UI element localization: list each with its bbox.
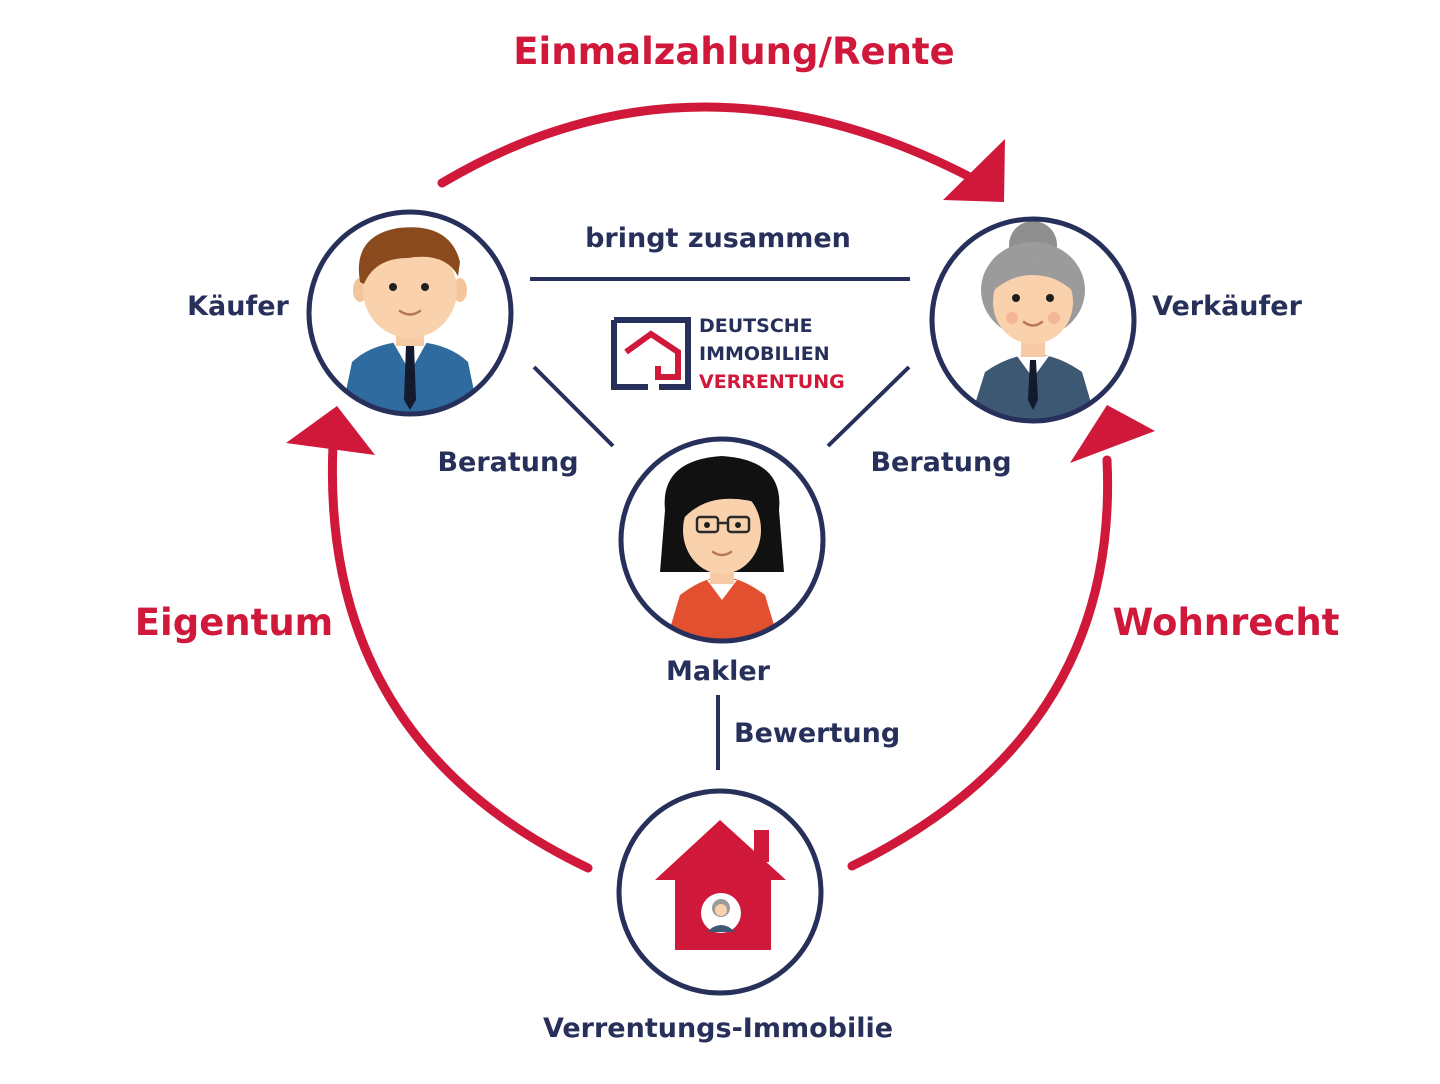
edge-label-broker-property: Bewertung — [734, 718, 900, 749]
property-house-icon — [616, 788, 824, 996]
flow-label-left: Eigentum — [135, 601, 333, 644]
flow-label-top: Einmalzahlung/Rente — [513, 30, 954, 73]
property-label: Verrentungs-Immobilie — [543, 1013, 893, 1044]
connector-broker-buyer — [532, 365, 615, 448]
edge-label-broker-seller: Beratung — [870, 447, 1011, 478]
seller-avatar — [929, 216, 1137, 424]
broker-avatar — [618, 436, 826, 644]
logo-line3: VERRENTUNG — [699, 371, 845, 393]
flow-arrow-top — [437, 102, 1005, 202]
broker-label: Makler — [666, 656, 771, 687]
buyer-label: Käufer — [187, 291, 289, 322]
edge-label-buyer-seller: bringt zusammen — [585, 223, 851, 254]
seller-label: Verkäufer — [1152, 291, 1303, 322]
logo-line2: IMMOBILIEN — [699, 343, 830, 365]
buyer-avatar — [306, 209, 514, 417]
flow-arrow-right — [847, 405, 1155, 871]
logo-line1: DEUTSCHE — [699, 315, 813, 337]
company-logo: DEUTSCHE IMMOBILIEN VERRENTUNG — [611, 315, 845, 393]
edge-label-broker-buyer: Beratung — [437, 447, 578, 478]
connector-broker-seller — [826, 365, 911, 448]
flow-label-right: Wohnrecht — [1113, 601, 1340, 644]
flow-arrow-left — [286, 406, 593, 873]
